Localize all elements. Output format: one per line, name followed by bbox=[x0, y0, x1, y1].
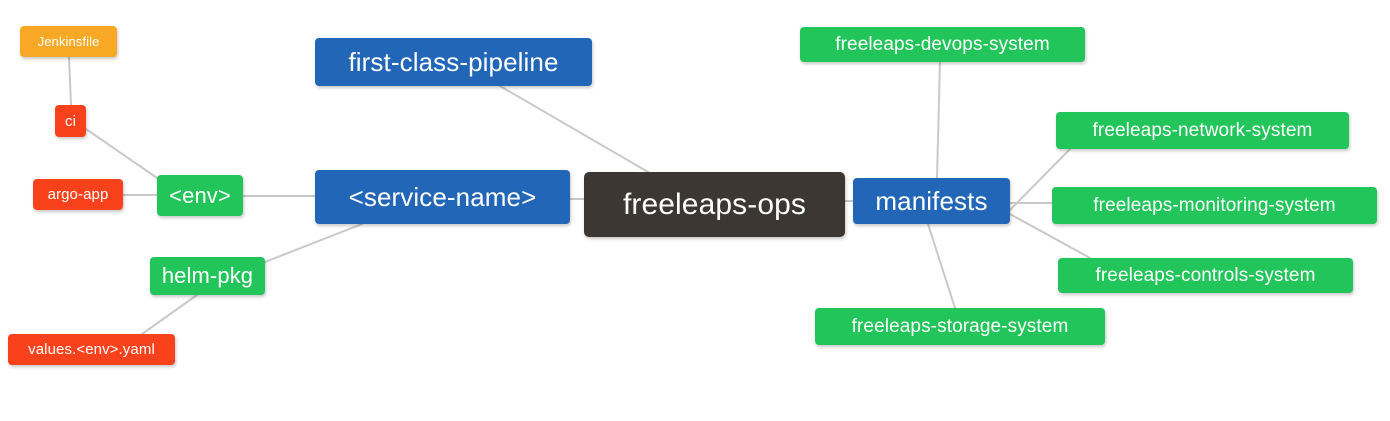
node-env[interactable]: <env> bbox=[157, 175, 243, 216]
node-freeleaps-ops[interactable]: freeleaps-ops bbox=[584, 172, 845, 237]
node-ci[interactable]: ci bbox=[55, 105, 86, 137]
edge-manifests-to-freeleaps-storage-system bbox=[927, 223, 956, 309]
node-argo-app[interactable]: argo-app bbox=[33, 179, 123, 210]
node-label-freeleaps-storage-system: freeleaps-storage-system bbox=[851, 316, 1069, 337]
node-label-freeleaps-network-system: freeleaps-network-system bbox=[1092, 120, 1313, 141]
node-freeleaps-monitoring-system[interactable]: freeleaps-monitoring-system bbox=[1052, 187, 1377, 224]
edge-jenkinsfile-to-ci bbox=[68, 56, 72, 106]
node-label-freeleaps-controls-system: freeleaps-controls-system bbox=[1095, 265, 1316, 286]
node-manifests[interactable]: manifests bbox=[853, 178, 1010, 224]
edge-manifests-to-freeleaps-devops-system bbox=[936, 61, 941, 179]
node-freeleaps-devops-system[interactable]: freeleaps-devops-system bbox=[800, 27, 1085, 62]
node-freeleaps-network-system[interactable]: freeleaps-network-system bbox=[1056, 112, 1349, 149]
node-label-values-env-yaml: values.<env>.yaml bbox=[28, 341, 155, 358]
node-label-jenkinsfile: Jenkinsfile bbox=[37, 34, 100, 49]
node-values-env-yaml[interactable]: values.<env>.yaml bbox=[8, 334, 175, 365]
node-helm-pkg[interactable]: helm-pkg bbox=[150, 257, 265, 295]
node-label-freeleaps-ops: freeleaps-ops bbox=[622, 187, 807, 221]
edge-helm-pkg-to-values-env-yaml bbox=[141, 294, 198, 335]
node-label-first-class-pipeline: first-class-pipeline bbox=[348, 47, 559, 77]
node-label-freeleaps-monitoring-system: freeleaps-monitoring-system bbox=[1093, 195, 1336, 216]
node-freeleaps-controls-system[interactable]: freeleaps-controls-system bbox=[1058, 258, 1353, 293]
node-label-freeleaps-devops-system: freeleaps-devops-system bbox=[835, 34, 1050, 55]
node-freeleaps-storage-system[interactable]: freeleaps-storage-system bbox=[815, 308, 1105, 345]
node-first-class-pipeline[interactable]: first-class-pipeline bbox=[315, 38, 592, 86]
node-label-manifests: manifests bbox=[875, 186, 988, 216]
node-service-name[interactable]: <service-name> bbox=[315, 170, 570, 224]
node-label-env: <env> bbox=[169, 182, 231, 208]
edge-ci-to-env bbox=[85, 128, 161, 181]
edge-first-class-pipeline-to-freeleaps-ops bbox=[499, 85, 649, 173]
node-label-service-name: <service-name> bbox=[348, 182, 537, 212]
node-jenkinsfile[interactable]: Jenkinsfile bbox=[20, 26, 117, 57]
edge-service-name-to-helm-pkg bbox=[264, 223, 363, 263]
node-label-helm-pkg: helm-pkg bbox=[161, 263, 254, 288]
node-label-ci: ci bbox=[64, 112, 77, 130]
node-label-argo-app: argo-app bbox=[47, 186, 109, 203]
